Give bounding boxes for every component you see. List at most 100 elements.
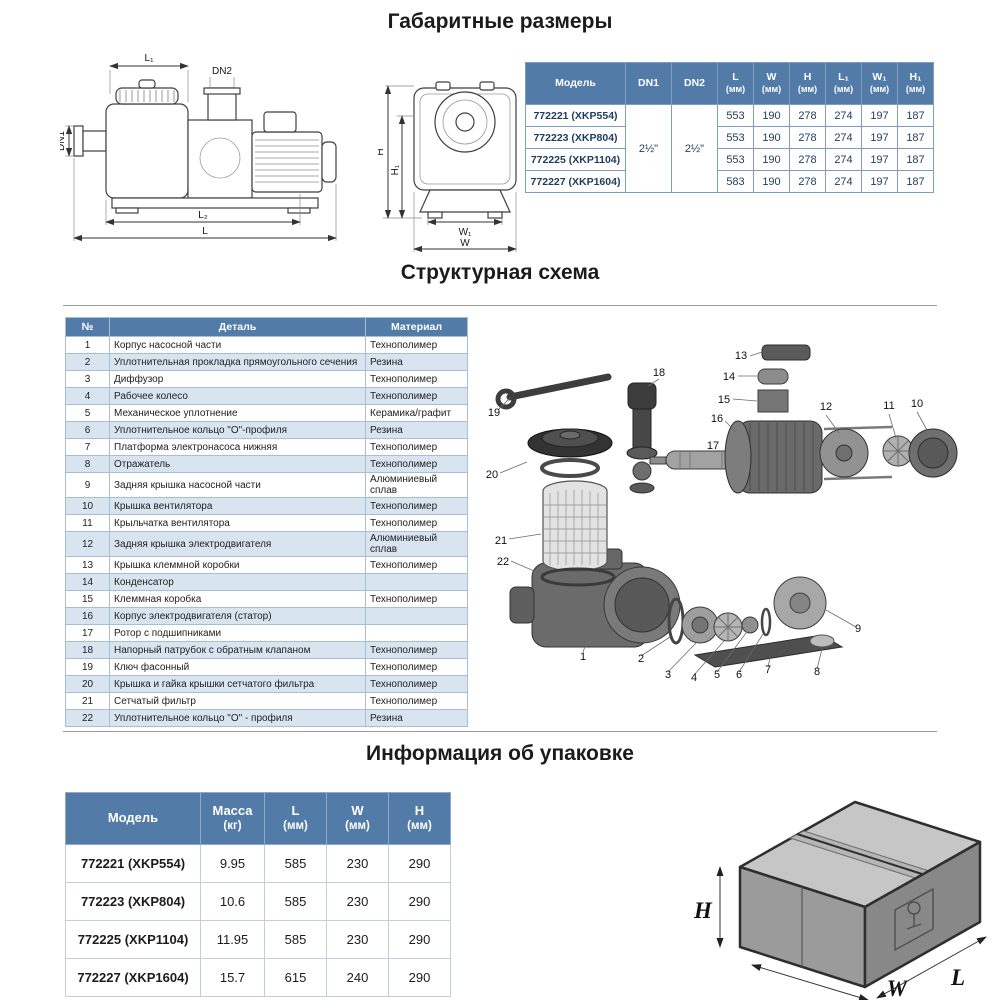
callout-20: 20 xyxy=(486,469,498,481)
dim-model-cell: 772227 (XKP1604) xyxy=(525,170,626,193)
dim-label-l: L xyxy=(202,226,208,237)
callout-22: 22 xyxy=(497,556,509,568)
dim-label-w1: W₁ xyxy=(459,227,472,238)
part-name-cell: Механическое уплотнение xyxy=(109,404,366,422)
part-material-cell: Технополимер xyxy=(365,641,468,659)
part-name-cell: Напорный патрубок с обратным клапаном xyxy=(109,641,366,659)
part-material-cell: Резина xyxy=(365,421,468,439)
pack-mass-cell: 11.95 xyxy=(200,920,265,959)
col-header-dn2: DN2 xyxy=(671,62,718,105)
dim-label-l1: L₁ xyxy=(145,53,155,64)
packaging-table-row: 772225 (XKP1104) 11.95 585 230 290 xyxy=(65,920,451,959)
parts-table-row: 9 Задняя крышка насосной части Алюминиев… xyxy=(65,472,468,498)
part-number-cell: 3 xyxy=(65,370,110,388)
part-name-cell: Клеммная коробка xyxy=(109,590,366,608)
col-header-part: Деталь xyxy=(109,317,366,337)
part-number-cell: 20 xyxy=(65,675,110,693)
pack-l-cell: 585 xyxy=(264,920,327,959)
side-view-dimensions: L₁ DN2 DN1 L₂ L xyxy=(60,53,337,242)
part-number-cell: 11 xyxy=(65,514,110,532)
callout-16: 16 xyxy=(711,413,723,425)
part-material-cell xyxy=(365,573,468,591)
col-header-l: L(мм) xyxy=(264,792,327,845)
parts-table-row: 6 Уплотнительное кольцо "О"-профиля Рези… xyxy=(65,421,468,439)
dim-value-cell: 190 xyxy=(753,148,790,171)
pack-mass-cell: 9.95 xyxy=(200,844,265,883)
part-material-cell xyxy=(365,607,468,625)
pack-h-cell: 290 xyxy=(388,882,451,921)
packaging-table: Модель Масса(кг) L(мм) W(мм) H(мм) 77222… xyxy=(65,792,451,997)
section-title-dimensions: Габаритные размеры xyxy=(387,10,613,33)
dim-value-cell: 197 xyxy=(861,170,898,193)
dimensions-row: 772227 (XKP1604) 583 190 278 274 197 187 xyxy=(525,170,934,193)
callout-13: 13 xyxy=(735,350,747,362)
exploded-callouts: 1 2 3 4 5 6 7 8 9 10 11 12 13 14 15 16 1… xyxy=(486,350,923,684)
part-material-cell: Технополимер xyxy=(365,336,468,354)
parts-table-row: 13 Крышка клеммной коробки Технополимер xyxy=(65,556,468,574)
col-header-w1: W₁(мм) xyxy=(861,62,898,105)
callout-11: 11 xyxy=(883,400,894,412)
part-material-cell: Алюминиевый сплав xyxy=(365,472,468,498)
callout-12: 12 xyxy=(820,401,832,413)
dim-value-cell: 274 xyxy=(825,104,862,127)
parts-table-row: 12 Задняя крышка электродвигателя Алюмин… xyxy=(65,531,468,557)
dn1-cell: 2½" xyxy=(625,104,672,193)
part-material-cell: Технополимер xyxy=(365,438,468,456)
pack-w-cell: 230 xyxy=(326,920,389,959)
packaging-table-row: 772223 (XKP804) 10.6 585 230 290 xyxy=(65,882,451,921)
part-name-cell: Рабочее колесо xyxy=(109,387,366,405)
part-material-cell: Технополимер xyxy=(365,455,468,473)
box-label-w: W xyxy=(887,976,909,1000)
dim-label-w: W xyxy=(460,238,470,249)
dim-value-cell: 583 xyxy=(717,170,754,193)
part-number-cell: 10 xyxy=(65,497,110,515)
part-material-cell: Технополимер xyxy=(365,387,468,405)
part-number-cell: 5 xyxy=(65,404,110,422)
dim-value-cell: 274 xyxy=(825,148,862,171)
part-number-cell: 22 xyxy=(65,709,110,727)
callout-leader-lines xyxy=(497,351,928,676)
callout-8: 8 xyxy=(814,666,820,678)
part-material-cell xyxy=(365,624,468,642)
part-material-cell: Резина xyxy=(365,353,468,371)
parts-table-row: 16 Корпус электродвигателя (статор) xyxy=(65,607,468,625)
part-number-cell: 21 xyxy=(65,692,110,710)
exploded-parts xyxy=(495,344,958,668)
part-name-cell: Уплотнительное кольцо "О"-профиля xyxy=(109,421,366,439)
pack-mass-cell: 15.7 xyxy=(200,958,265,997)
part-material-cell: Алюминиевый сплав xyxy=(365,531,468,557)
callout-5: 5 xyxy=(714,669,720,681)
dimensions-table: Модель DN1 DN2 L(мм) W(мм) H(мм) L₁(мм) … xyxy=(525,62,934,193)
dim-value-cell: 274 xyxy=(825,170,862,193)
dimensions-row: 772223 (XKP804) 553 190 278 274 197 187 xyxy=(525,126,934,149)
parts-table-row: 5 Механическое уплотнение Керамика/графи… xyxy=(65,404,468,422)
callout-1: 1 xyxy=(580,651,586,663)
dim-value-cell: 187 xyxy=(897,148,934,171)
part-name-cell: Ключ фасонный xyxy=(109,658,366,676)
part-number-cell: 1 xyxy=(65,336,110,354)
dim-label-dn1: DN1 xyxy=(60,131,67,151)
box-label-h: H xyxy=(693,898,713,923)
parts-table-row: 7 Платформа электронасоса нижняя Технопо… xyxy=(65,438,468,456)
dim-value-cell: 197 xyxy=(861,148,898,171)
dimensions-row: 772225 (XKP1104) 553 190 278 274 197 187 xyxy=(525,148,934,171)
dim-value-cell: 190 xyxy=(753,104,790,127)
part-material-cell: Резина xyxy=(365,709,468,727)
part-number-cell: 14 xyxy=(65,573,110,591)
dim-value-cell: 197 xyxy=(861,126,898,149)
part-name-cell: Крышка и гайка крышки сетчатого фильтра xyxy=(109,675,366,693)
parts-table-row: 22 Уплотнительное кольцо "О" - профиля Р… xyxy=(65,709,468,727)
dim-value-cell: 278 xyxy=(789,104,826,127)
dim-value-cell: 553 xyxy=(717,148,754,171)
part-name-cell: Корпус электродвигателя (статор) xyxy=(109,607,366,625)
part-name-cell: Конденсатор xyxy=(109,573,366,591)
dim-value-cell: 278 xyxy=(789,148,826,171)
pump-front-outline xyxy=(413,81,517,219)
callout-2: 2 xyxy=(638,653,644,665)
parts-table-row: 10 Крышка вентилятора Технополимер xyxy=(65,497,468,515)
part-name-cell: Отражатель xyxy=(109,455,366,473)
front-view-dimensions: H H₁ W₁ W xyxy=(378,85,517,253)
callout-7: 7 xyxy=(765,664,771,676)
dim-value-cell: 278 xyxy=(789,126,826,149)
